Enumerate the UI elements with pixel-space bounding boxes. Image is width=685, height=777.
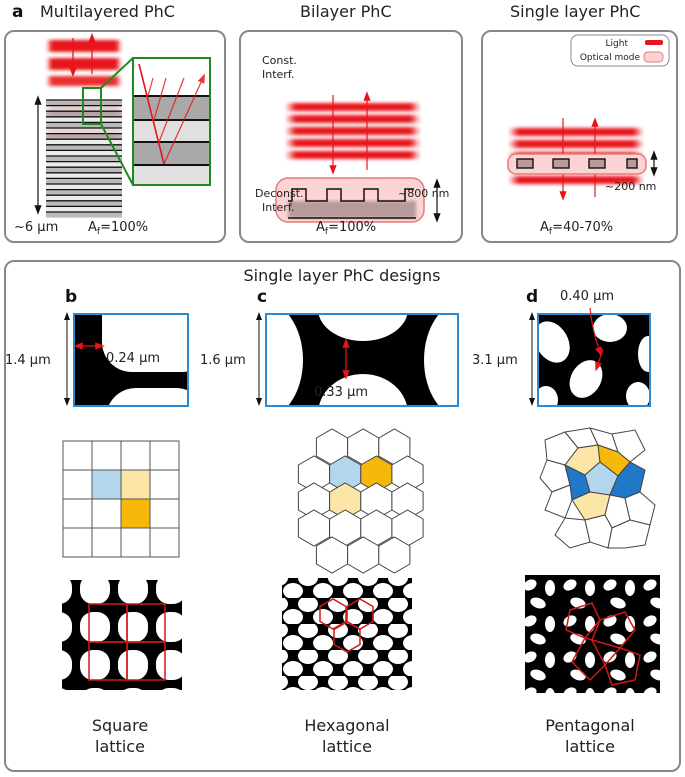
layer	[46, 122, 122, 128]
single-title: Single layer PhC	[510, 2, 640, 21]
lattice-cell	[607, 519, 651, 549]
optical-mode	[507, 153, 647, 175]
lattice-name-2: lattice	[322, 737, 372, 756]
layer	[46, 206, 122, 212]
lattice-name: Square	[92, 716, 148, 735]
legend-optical-mode: Optical mode	[580, 53, 641, 63]
bilayer-thickness: ~800 nm	[398, 187, 449, 200]
panel-label-b: b	[65, 287, 77, 307]
period-label: 1.6 µm	[200, 353, 246, 368]
lattice-cell	[62, 440, 93, 471]
lattice-cell	[120, 469, 151, 500]
lattice-cell	[149, 440, 180, 471]
layer	[46, 128, 122, 134]
bilayer-box: Const. Interf. Deconst. Interf. ~800 nm …	[239, 30, 463, 243]
layer	[46, 150, 122, 156]
lattice-cell	[91, 498, 122, 529]
lattice-cell	[554, 517, 591, 549]
zoom-region	[82, 87, 102, 125]
light-field	[285, 103, 421, 159]
deconst-interf-label-2: Interf.	[262, 201, 294, 214]
width-label: 0.33 µm	[314, 385, 368, 400]
lattice-cell	[91, 469, 122, 500]
design-pentagonal: d 0.40 µm 3.1 µm Pentagonal lattice	[472, 287, 660, 756]
single-fill-factor: Af=40-70%	[540, 220, 613, 237]
bilayer-title: Bilayer PhC	[300, 2, 392, 21]
panel-label-c: c	[257, 287, 267, 307]
layer	[46, 178, 122, 184]
lattice-name: Pentagonal	[545, 716, 634, 735]
lattice-cell	[149, 498, 180, 529]
multilayer-title: Multilayered PhC	[40, 2, 175, 21]
square-lattice-image	[62, 580, 182, 690]
multilayer-thickness: ~6 µm	[14, 220, 58, 235]
lattice-cell	[120, 440, 151, 471]
layer	[46, 161, 122, 168]
const-interf-label-2: Interf.	[262, 68, 294, 81]
layer	[46, 200, 122, 207]
pentagonal-lattice-diagram	[539, 427, 656, 549]
period-label: 3.1 µm	[472, 353, 518, 368]
lattice-cell	[149, 527, 180, 558]
const-interf-label: Const.	[262, 54, 297, 67]
lattice-name: Hexagonal	[304, 716, 389, 735]
lattice-cell	[62, 469, 93, 500]
period-label: 1.4 µm	[5, 353, 51, 368]
design-hexagonal: c 1.6 µm 0.33 µm Hexagonal lattice	[200, 287, 459, 756]
legend-light: Light	[606, 39, 629, 49]
bilayer-fill-factor: Af=100%	[316, 220, 376, 237]
lattice-cell	[91, 527, 122, 558]
lattice-cell	[149, 469, 180, 500]
layer	[46, 133, 122, 140]
hexagonal-lattice-diagram	[297, 428, 424, 574]
lattice-name-2: lattice	[95, 737, 145, 756]
multilayer-box: ~6 µm Af=100%	[4, 30, 226, 243]
single-thickness: ~200 nm	[605, 180, 656, 193]
layer	[46, 144, 122, 151]
lattice-cell	[611, 429, 646, 463]
multilayer-fill-factor: Af=100%	[88, 220, 148, 237]
sem-unit-cell	[538, 314, 650, 406]
panel-label-d: d	[526, 287, 538, 307]
deconst-interf-label: Deconst.	[255, 187, 304, 200]
layer	[46, 184, 122, 190]
lattice-cell	[544, 484, 573, 519]
design-square: b 1.4 µm 0.24 µm Square lattice	[5, 287, 189, 756]
lattice-cell	[624, 491, 656, 526]
layer	[46, 172, 122, 179]
layer	[46, 167, 122, 173]
layer	[46, 212, 122, 218]
hexagonal-lattice-image	[282, 578, 412, 690]
zoom-inset	[132, 57, 211, 186]
single-box: Light Optical mode ~200 nm Af=40-70%	[481, 30, 678, 243]
lattice-cell	[62, 527, 93, 558]
unit-cell-outline	[319, 598, 347, 630]
square-lattice-diagram	[62, 440, 180, 558]
lattice-cell	[91, 440, 122, 471]
layer	[46, 195, 122, 201]
layer	[46, 156, 122, 162]
width-label: 0.24 µm	[106, 351, 160, 366]
width-label: 0.40 µm	[560, 289, 614, 304]
designs-title: Single layer PhC designs	[244, 266, 441, 285]
lattice-cell	[120, 498, 151, 529]
lattice-cell	[120, 527, 151, 558]
sem-unit-cell	[74, 314, 188, 406]
lattice-name-2: lattice	[565, 737, 615, 756]
panel-label-a: a	[12, 2, 23, 22]
lattice-cell	[378, 536, 411, 574]
sem-unit-cell	[266, 314, 458, 406]
pentagonal-lattice-image	[525, 575, 660, 693]
lattice-cell	[62, 498, 93, 529]
legend: Light Optical mode	[570, 34, 670, 67]
layer	[46, 189, 122, 196]
layer	[46, 139, 122, 145]
unit-cell-outline	[333, 621, 361, 653]
